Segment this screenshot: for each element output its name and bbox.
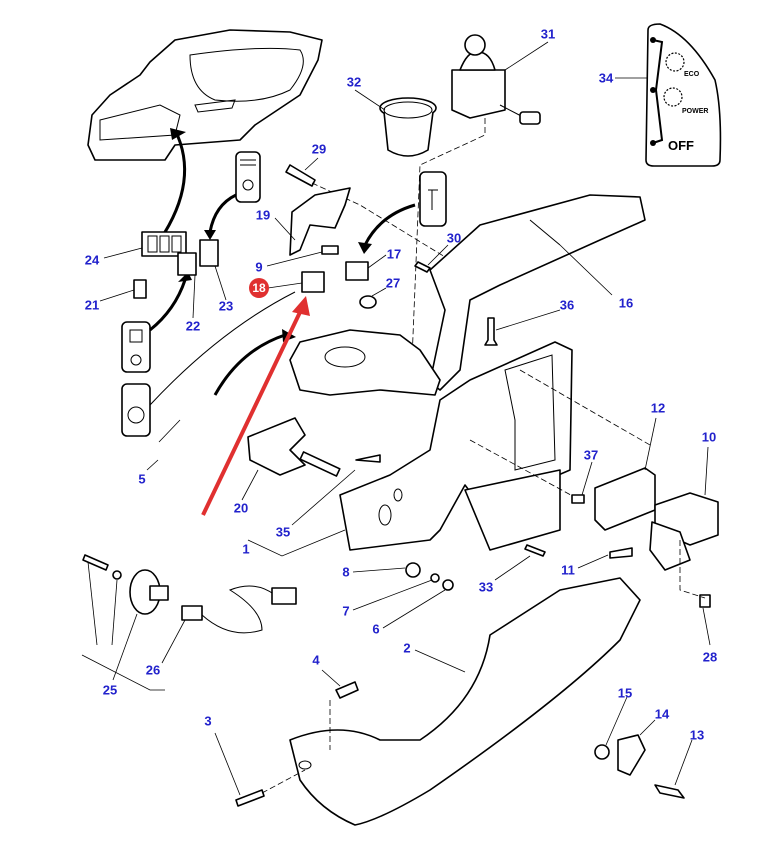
callout-29[interactable]: 29 [311, 141, 327, 157]
callout-19[interactable]: 19 [255, 207, 271, 223]
callout-31[interactable]: 31 [540, 26, 556, 42]
grommet-27 [359, 295, 377, 309]
bolt-29 [285, 164, 316, 187]
callout-28[interactable]: 28 [702, 649, 718, 665]
switch-23 [199, 239, 219, 267]
decal-left-1 [121, 321, 151, 373]
callout-25[interactable]: 25 [102, 682, 118, 698]
console-body [289, 329, 441, 396]
callout-27[interactable]: 27 [385, 275, 401, 291]
callout-20[interactable]: 20 [233, 500, 249, 516]
callout-14[interactable]: 14 [654, 706, 670, 722]
stud-33 [524, 544, 546, 557]
callout-24[interactable]: 24 [84, 252, 100, 268]
callout-8[interactable]: 8 [342, 564, 350, 580]
clip-14 [617, 734, 646, 776]
callout-35[interactable]: 35 [275, 524, 291, 540]
bolt-13 [654, 784, 685, 799]
mode-decal-34: ECO POWER OFF [645, 23, 722, 167]
harness-26 [181, 585, 297, 634]
callout-11[interactable]: 11 [561, 562, 575, 578]
callout-12[interactable]: 12 [650, 400, 666, 416]
blank-plug-21 [133, 279, 147, 299]
switch-22 [177, 252, 197, 276]
callout-18-highlighted[interactable]: 18 [249, 278, 269, 298]
callout-13[interactable]: 13 [689, 727, 705, 743]
switch-block-12 [594, 467, 656, 531]
star-knob-8 [405, 562, 421, 578]
side-frame [339, 341, 573, 551]
clip-28 [699, 594, 711, 608]
decal-left-2 [121, 383, 151, 437]
callout-16[interactable]: 16 [618, 295, 634, 311]
decal-top [235, 151, 261, 203]
nut-15 [594, 744, 610, 760]
callout-5[interactable]: 5 [138, 471, 146, 487]
callout-2[interactable]: 2 [403, 640, 411, 656]
callout-6[interactable]: 6 [372, 621, 380, 637]
leader-lines [81, 41, 711, 796]
callout-30[interactable]: 30 [446, 230, 462, 246]
callout-22[interactable]: 22 [185, 318, 201, 334]
spacer-4 [335, 681, 359, 699]
callout-34[interactable]: 34 [598, 70, 614, 86]
bolt-11 [609, 547, 633, 559]
bolt-3 [235, 789, 265, 807]
decal-power-text: POWER [682, 108, 708, 115]
callout-7[interactable]: 7 [342, 603, 350, 619]
lower-cover-2 [289, 577, 641, 826]
callout-26[interactable]: 26 [145, 662, 161, 678]
decal-eco-text: ECO [684, 71, 700, 78]
callout-17[interactable]: 17 [386, 246, 402, 262]
callout-3[interactable]: 3 [204, 713, 212, 729]
screw-36 [484, 317, 498, 346]
callout-4[interactable]: 4 [312, 652, 320, 668]
washer-6 [442, 579, 454, 591]
relay-bracket-10 [649, 492, 719, 571]
callout-9[interactable]: 9 [255, 259, 263, 275]
callout-32[interactable]: 32 [346, 74, 362, 90]
callout-21[interactable]: 21 [84, 297, 100, 313]
potentiometer-25 [82, 554, 169, 615]
washer-7 [430, 573, 440, 583]
callout-36[interactable]: 36 [559, 297, 575, 313]
highlight-arrow [201, 296, 310, 516]
screw-35 [355, 454, 381, 463]
joystick-31 [451, 34, 541, 125]
cover-9 [321, 245, 339, 255]
switch-18 [301, 271, 325, 293]
switch-frame-24 [141, 231, 187, 257]
bracket-19 [289, 187, 351, 256]
callout-1[interactable]: 1 [242, 541, 250, 557]
callout-10[interactable]: 10 [701, 429, 717, 445]
switch-17 [345, 261, 369, 281]
callout-15[interactable]: 15 [617, 685, 633, 701]
dashboard-shell [87, 29, 323, 161]
cup-holder-32 [379, 97, 437, 157]
bracket-20 [247, 417, 341, 477]
callout-23[interactable]: 23 [218, 298, 234, 314]
arrow-24-to-shell [158, 129, 187, 241]
screw-30 [414, 261, 431, 273]
decal-mid [419, 171, 447, 227]
callout-33[interactable]: 33 [478, 579, 494, 595]
callout-37[interactable]: 37 [583, 447, 599, 463]
pin-37 [571, 494, 585, 504]
decal-off-text: OFF [668, 138, 694, 153]
